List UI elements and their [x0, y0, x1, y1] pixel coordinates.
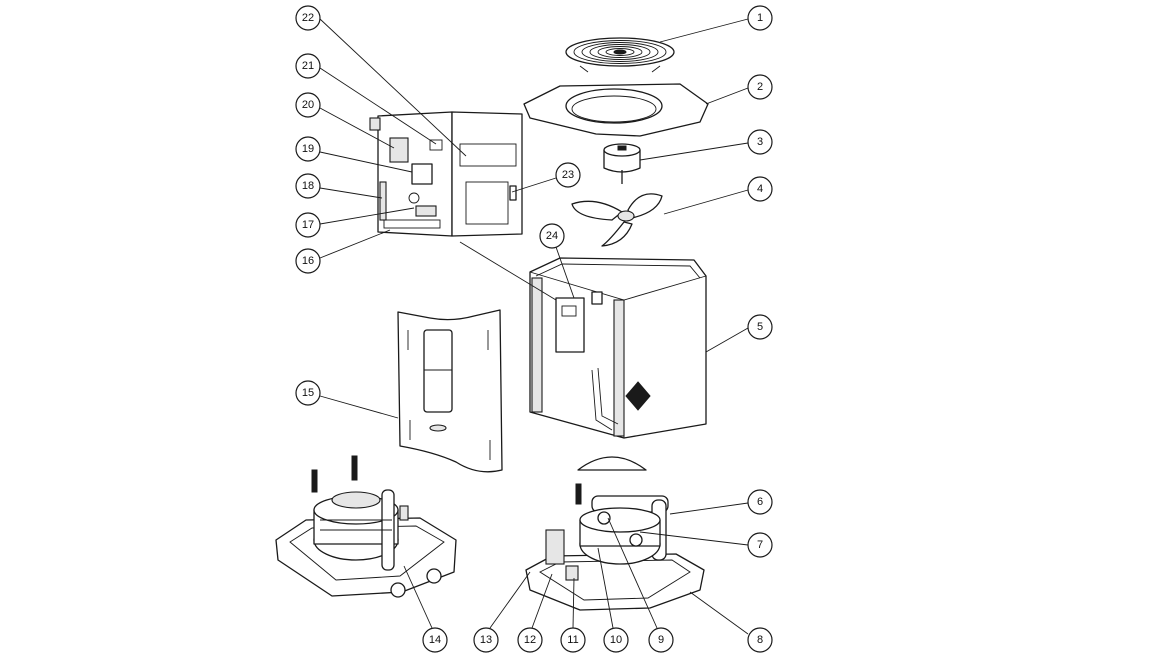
svg-text:15: 15	[302, 387, 314, 399]
callout-17: 17	[295, 212, 321, 238]
callout-18: 18	[295, 173, 321, 199]
svg-text:23: 23	[562, 169, 574, 181]
callout-20: 20	[295, 92, 321, 118]
svg-text:13: 13	[480, 634, 492, 646]
callout-5: 5	[747, 314, 773, 340]
fan-guard-grille	[565, 37, 675, 73]
svg-text:4: 4	[757, 183, 763, 195]
callout-19: 19	[295, 136, 321, 162]
callout-11: 11	[560, 627, 586, 653]
svg-text:9: 9	[658, 634, 664, 646]
svg-text:20: 20	[302, 99, 314, 111]
svg-text:14: 14	[429, 634, 441, 646]
svg-text:16: 16	[302, 255, 314, 267]
svg-text:2: 2	[757, 81, 763, 93]
svg-text:11: 11	[567, 634, 578, 646]
callout-1: 1	[747, 5, 773, 31]
front-panel	[397, 309, 503, 473]
callout-13: 13	[473, 627, 499, 653]
svg-text:18: 18	[302, 180, 314, 192]
top-cover	[523, 83, 709, 137]
svg-text:22: 22	[302, 12, 314, 24]
cabinet-evaporator-coil	[529, 257, 707, 439]
callout-15: 15	[295, 380, 321, 406]
fan-motor	[603, 143, 641, 184]
leader-lines	[319, 18, 749, 635]
callout-9: 9	[648, 627, 674, 653]
svg-text:19: 19	[302, 143, 314, 155]
callout-7: 7	[747, 532, 773, 558]
callout-4: 4	[747, 176, 773, 202]
svg-text:21: 21	[302, 60, 314, 72]
svg-text:17: 17	[302, 219, 314, 231]
base-assembly-left	[275, 455, 457, 598]
callout-23: 23	[555, 162, 581, 188]
control-box	[369, 111, 523, 237]
svg-text:12: 12	[524, 634, 536, 646]
svg-text:1: 1	[757, 12, 763, 24]
svg-text:6: 6	[757, 496, 763, 508]
svg-text:10: 10	[610, 634, 622, 646]
callout-14: 14	[422, 627, 448, 653]
callout-24: 24	[539, 223, 565, 249]
fan-blade	[571, 193, 663, 247]
callout-10: 10	[603, 627, 629, 653]
svg-text:3: 3	[757, 136, 763, 148]
callout-6: 6	[747, 489, 773, 515]
callout-21: 21	[295, 53, 321, 79]
svg-text:8: 8	[757, 634, 763, 646]
callout-12: 12	[517, 627, 543, 653]
callout-3: 3	[747, 129, 773, 155]
callout-16: 16	[295, 248, 321, 274]
svg-text:7: 7	[757, 539, 763, 551]
callout-2: 2	[747, 74, 773, 100]
callout-8: 8	[747, 627, 773, 653]
callout-22: 22	[295, 5, 321, 31]
svg-text:24: 24	[546, 230, 558, 242]
svg-text:5: 5	[757, 321, 763, 333]
